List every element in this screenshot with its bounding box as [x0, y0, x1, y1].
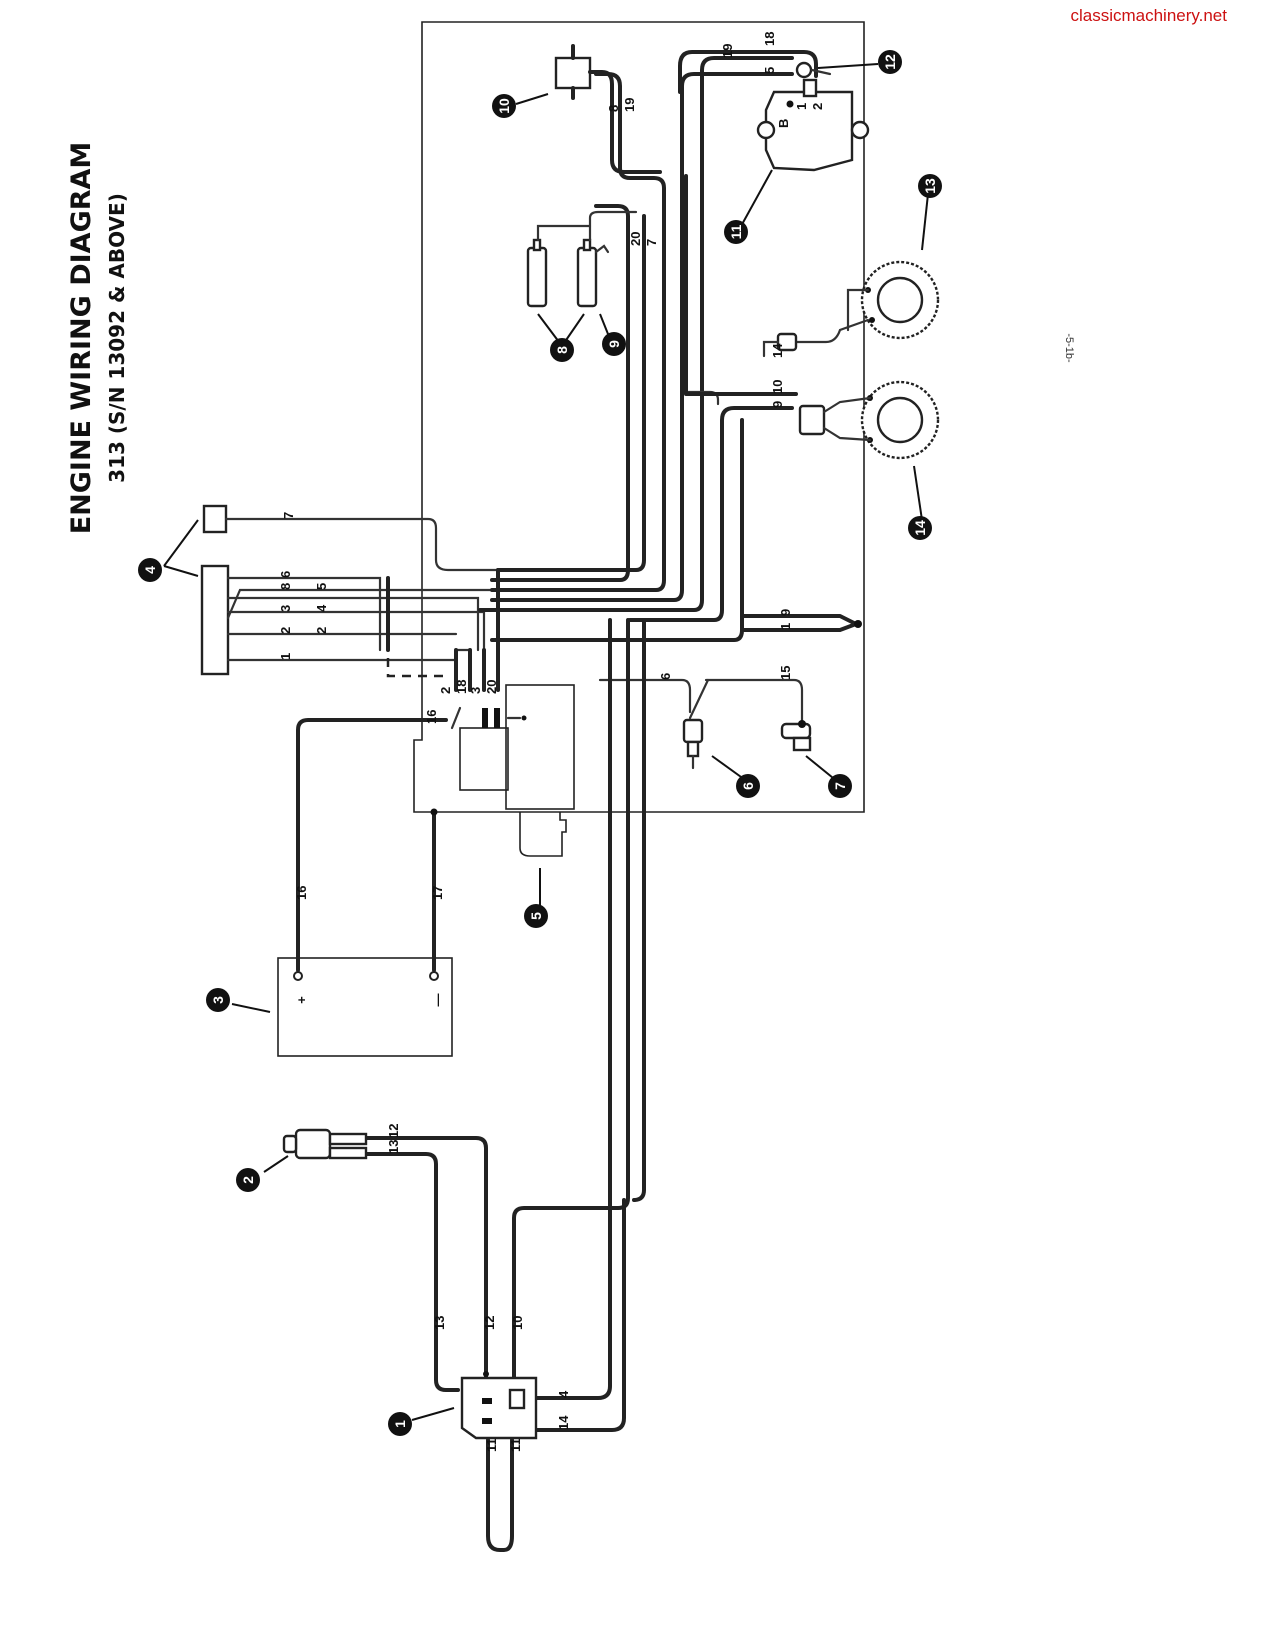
wire-number-labels: 1 2 3 8 6 2 4 5 7 2 18 3 20 16 6 15 9 1 …	[278, 32, 793, 1452]
callout-3: 3	[206, 988, 230, 1012]
title-line-1: ENGINE WIRING DIAGRAM	[66, 142, 97, 535]
battery-cables	[296, 718, 448, 972]
svg-text:11: 11	[728, 224, 744, 239]
page-number: -5-1b-	[1063, 333, 1075, 363]
wire-label: 20	[628, 232, 643, 246]
start-switch	[282, 1128, 368, 1160]
alternator-terminal-2: 2	[810, 103, 825, 110]
callout-7: 7	[828, 774, 852, 798]
harness-connector	[200, 504, 230, 676]
wire-label: 5	[762, 67, 777, 74]
svg-text:5: 5	[528, 912, 544, 920]
temperature-sender	[682, 718, 704, 770]
glow-plugs	[526, 210, 638, 308]
callout-4: 4	[138, 558, 162, 582]
wire-label: 12	[386, 1124, 401, 1138]
alternator-terminal-b: B	[776, 119, 791, 128]
starter-harness	[364, 618, 646, 1552]
svg-text:1: 1	[392, 1420, 408, 1428]
svg-text:14: 14	[912, 520, 928, 536]
callout-11: 11	[724, 220, 748, 244]
svg-text:8: 8	[554, 346, 570, 354]
svg-text:9: 9	[606, 340, 622, 348]
wire-label: 1	[278, 653, 293, 660]
svg-text:10: 10	[496, 98, 512, 114]
wire-label: 10	[770, 380, 785, 394]
wire-label: 5	[314, 583, 329, 590]
svg-text:13: 13	[922, 178, 938, 194]
engine-harness-outline	[413, 21, 865, 813]
title-line-2: 313 (S/N 13092 & ABOVE)	[105, 193, 129, 483]
callout-13: 13	[918, 174, 942, 198]
svg-text:2: 2	[240, 1176, 256, 1184]
fuel-solenoid	[554, 44, 662, 174]
svg-text:6: 6	[740, 782, 756, 790]
svg-text:7: 7	[832, 782, 848, 790]
battery-positive-symbol: +	[294, 996, 309, 1004]
starter-relay	[460, 1371, 538, 1440]
wire-label: 20	[484, 680, 499, 694]
alternator-terminal-1: 1	[794, 103, 809, 110]
pressure-sender	[780, 720, 812, 752]
wire-label: 8	[606, 105, 621, 112]
wire-label: 15	[778, 666, 793, 680]
wire-label: 2	[438, 687, 453, 694]
wire-label: 6	[278, 571, 293, 578]
wire-label: 16	[424, 710, 439, 724]
callout-12: 12	[878, 50, 902, 74]
svg-text:12: 12	[882, 54, 898, 70]
battery-negative-symbol: —	[430, 994, 445, 1007]
wire-label: 2	[314, 627, 329, 634]
callout-1: 1	[388, 1412, 412, 1436]
wire-label: 11	[484, 1438, 499, 1452]
wire-label: 18	[762, 32, 777, 46]
wire-label: 1	[778, 623, 793, 630]
callout-9: 9	[602, 332, 626, 356]
wire-label: 3	[468, 687, 483, 694]
wire-label: 9	[770, 401, 785, 408]
wire-label: 7	[644, 239, 659, 246]
watermark: classicmachinery.net	[1070, 6, 1227, 25]
wire-19-junction	[740, 614, 862, 632]
magneto-coils	[762, 260, 940, 460]
wire-label: 13	[432, 1316, 447, 1330]
sender-wires	[598, 678, 804, 724]
wire-label: 2	[278, 627, 293, 634]
callout-6: 6	[736, 774, 760, 798]
wire-label: 4	[556, 1390, 571, 1398]
control-module	[450, 684, 575, 857]
wire-label: 9	[778, 609, 793, 616]
callout-markers: 1 2 3 4 5 6 7 8 9 10 11 12 13 14	[138, 50, 942, 1436]
callout-8: 8	[550, 338, 574, 362]
callout-arrows	[163, 63, 929, 1421]
wire-label: 19	[720, 44, 735, 58]
wire-label: 19	[622, 98, 637, 112]
wire-label: 10	[510, 1316, 525, 1330]
regulator	[795, 61, 832, 79]
wire-label: 14	[556, 1415, 571, 1430]
wire-label: 18	[454, 680, 469, 694]
wire-label: 8	[278, 583, 293, 590]
callout-5: 5	[524, 904, 548, 928]
wire-label: 13	[386, 1140, 401, 1154]
callout-10: 10	[492, 94, 516, 118]
callout-2: 2	[236, 1168, 260, 1192]
wire-label: 7	[281, 512, 296, 519]
wire-label: 4	[314, 604, 329, 612]
callout-14: 14	[908, 516, 932, 540]
main-trunk	[386, 50, 818, 692]
wire-label: 6	[658, 673, 673, 680]
wire-label: 3	[278, 605, 293, 612]
svg-text:3: 3	[210, 996, 226, 1004]
wire-label: 14	[770, 343, 785, 358]
alternator: B 1 2	[756, 78, 870, 172]
wire-label: 17	[430, 886, 445, 900]
wire-label: 16	[294, 886, 309, 900]
diagram-title: ENGINE WIRING DIAGRAM 313 (S/N 13092 & A…	[66, 142, 129, 535]
battery: + —	[277, 957, 453, 1057]
wire-label: 11	[508, 1438, 523, 1452]
svg-text:4: 4	[142, 566, 158, 574]
wire-label: 12	[482, 1316, 497, 1330]
